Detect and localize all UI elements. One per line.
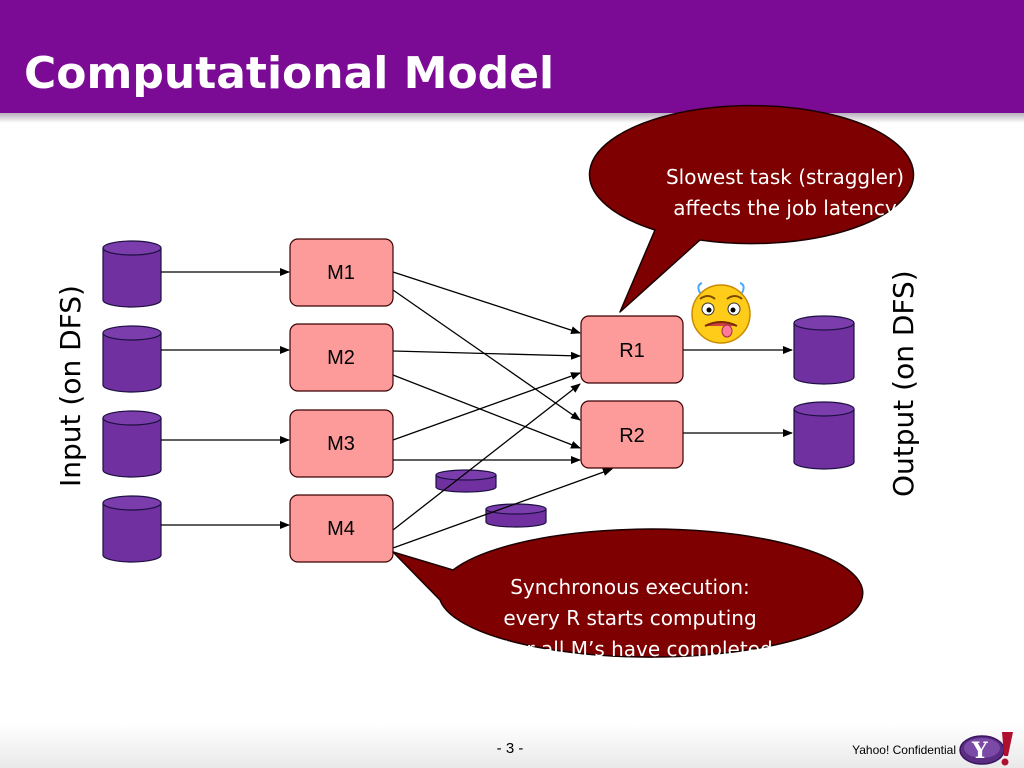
mapper-m4: M4 [289,494,394,563]
input-disk-4 [102,495,162,563]
input-disk-2 [102,325,162,393]
page-number: - 3 - [496,740,524,757]
output-disk-2 [793,401,855,470]
footer-bar [0,724,1024,768]
sick-face-icon [691,282,751,344]
mapper-m3: M3 [289,409,394,478]
reducer-r2: R2 [580,400,684,469]
straggler-callout-line-2: affects the job latency [673,196,897,220]
reducer-r2-label: R2 [619,425,645,447]
mapper-m2-label: M2 [327,347,355,369]
mapper-m2: M2 [289,323,394,392]
sync-callout: Synchronous execution: every R starts co… [392,528,864,661]
mapper-m1-label: M1 [327,262,355,284]
slide-title: Computational Model [24,48,555,99]
sync-callout-line-2: every R starts computing [503,606,756,630]
mapper-m1: M1 [289,238,394,307]
input-disk-1 [102,240,162,308]
reducer-r1: R1 [580,315,684,384]
output-label: Output (on DFS) [887,270,920,497]
mapper-m3-label: M3 [327,433,355,455]
output-disk-1 [793,315,855,385]
yahoo-logo: Y [959,732,1013,766]
sync-callout-line-1: Synchronous execution: [510,575,749,599]
straggler-callout: Slowest task (straggler) affects the job… [588,104,915,313]
intermediate-disk-1 [435,469,497,493]
confidential-label: Yahoo! Confidential [852,743,956,757]
shuffle-arrows [392,271,613,549]
input-disk-3 [102,410,162,478]
input-arrows [161,268,290,529]
yahoo-logo-text: Y [971,738,988,764]
straggler-callout-line-1: Slowest task (straggler) [666,165,904,189]
sync-callout-line-3: after all M’s have completed [487,637,772,661]
input-label: Input (on DFS) [54,285,87,487]
reducer-r1-label: R1 [619,340,645,362]
output-arrows [683,346,793,437]
title-bar [0,0,1024,113]
title-bar-shadow [0,113,1024,123]
intermediate-disk-2 [485,503,547,528]
mapper-m4-label: M4 [327,518,355,540]
